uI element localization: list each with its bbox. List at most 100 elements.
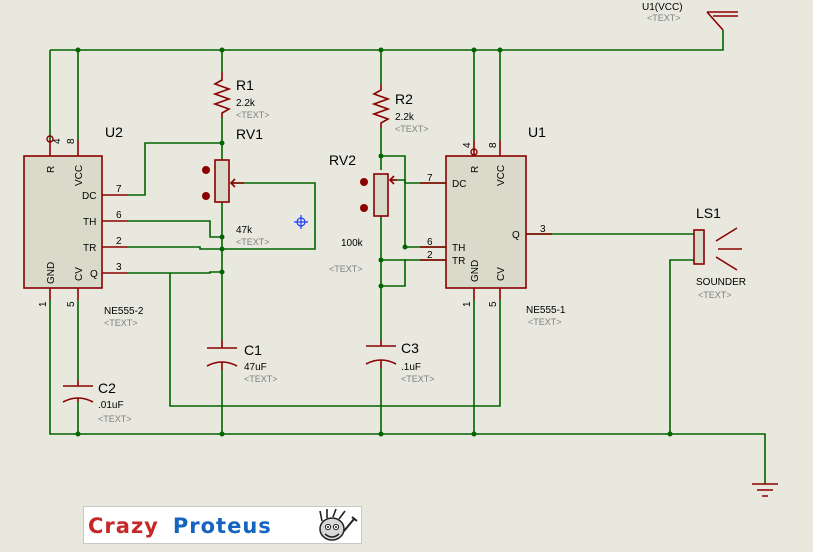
junction-dot (219, 269, 225, 275)
u2-q-wire (128, 271, 222, 274)
vcc-terminal-label: U1(VCC) (642, 2, 683, 13)
u2-pin-label-cv: CV (74, 267, 85, 281)
u2-pin-label-th: TH (83, 217, 96, 228)
rv1-text: <TEXT> (236, 237, 270, 247)
u1-pin-number-5: 5 (488, 301, 499, 307)
ic-u1[interactable]: U1 NE555-1 <TEXT> R VCC DC TH TR Q GND C… (420, 124, 566, 327)
u1-pin-number-7: 7 (427, 173, 433, 184)
c3-symbol (365, 340, 397, 368)
resistor-r2[interactable]: R2 2.2k <TEXT> (371, 84, 429, 134)
junction-dot (219, 140, 225, 146)
u1-pin-number-3: 3 (540, 224, 546, 235)
junction-dot (219, 47, 225, 53)
capacitor-c2[interactable]: C2 .01uF <TEXT> (62, 380, 132, 424)
u2-pin-stubs (49, 140, 128, 300)
u1-body (445, 155, 527, 289)
rv2-body (373, 173, 389, 217)
rv1-ref: RV1 (236, 126, 263, 142)
junction-dot (75, 47, 81, 53)
u2-dc-wire (128, 142, 222, 196)
capacitor-c3[interactable]: C3 .1uF <TEXT> (365, 340, 435, 384)
u1-pin-label-vcc: VCC (496, 165, 507, 186)
u1-pin-stubs (420, 140, 552, 300)
u2-pin-number-7: 7 (116, 184, 122, 195)
u2-text: <TEXT> (104, 318, 138, 328)
junction-dot (497, 47, 503, 53)
u2-pin-number-6: 6 (116, 210, 122, 221)
u1-pin-label-th: TH (452, 243, 465, 254)
vcc-terminal-symbol (706, 11, 738, 31)
r2-wire (380, 128, 446, 184)
ls1-value: SOUNDER (696, 277, 746, 288)
rv1-handle-icon[interactable] (202, 166, 210, 174)
potentiometer-rv2[interactable]: RV2 100k <TEXT> (329, 152, 397, 274)
rv2-text: <TEXT> (329, 264, 363, 274)
resistor-r2-symbol (371, 84, 391, 128)
u2-value: NE555-2 (104, 306, 144, 317)
c2-symbol (62, 380, 94, 403)
ls1-text: <TEXT> (698, 290, 732, 300)
u2-to-u1-reset-wire (169, 273, 501, 407)
r1-value: 2.2k (236, 98, 256, 109)
junction-dot (378, 153, 384, 159)
c1-ref: C1 (244, 342, 262, 358)
u1-ref: U1 (528, 124, 546, 140)
vcc-terminal[interactable]: U1(VCC) <TEXT> (642, 2, 738, 31)
u2-pin-number-3: 3 (116, 262, 122, 273)
rv1-handle-icon[interactable] (202, 192, 210, 200)
u2-pin-label-tr: TR (83, 243, 96, 254)
u2-reset-bubble-icon (46, 135, 54, 143)
u2-pin-label-r: R (46, 166, 57, 173)
rv1-value: 47k (236, 225, 253, 236)
u1-value: NE555-1 (526, 305, 566, 316)
u2-pin-label-vcc: VCC (74, 165, 85, 186)
u1-pin-label-gnd: GND (470, 260, 481, 282)
junction-dot (667, 431, 673, 437)
c3-value: .1uF (401, 362, 421, 373)
capacitor-c1[interactable]: C1 47uF <TEXT> (206, 340, 278, 384)
rv1-body (214, 159, 230, 203)
u1-pin-number-2: 2 (427, 250, 433, 261)
u1-pin-label-r: R (470, 166, 481, 173)
junction-dot (378, 257, 384, 263)
junction-dot (402, 244, 408, 250)
u2-pin-number-4: 4 (52, 138, 63, 144)
potentiometer-rv1[interactable]: RV1 47k <TEXT> (202, 126, 270, 247)
rv2-handle-icon[interactable] (360, 178, 368, 186)
u1-pin-label-cv: CV (496, 267, 507, 281)
u2-pin-number-2: 2 (116, 236, 122, 247)
u2-ref: U2 (105, 124, 123, 140)
u2-tr-wire (128, 246, 222, 250)
ic-u2[interactable]: U2 NE555-2 <TEXT> R VCC DC TH TR Q GND C… (23, 124, 144, 328)
resistor-r1-symbol (212, 72, 232, 118)
logo-word-crazy: Crazy (88, 514, 159, 538)
ground-icon (752, 483, 778, 497)
crosshair-icon (294, 215, 308, 229)
u1-pin-label-dc: DC (452, 179, 466, 190)
u2-pin-label-dc: DC (82, 191, 96, 202)
ground-rail (49, 300, 766, 484)
u1-reset-bubble-icon (470, 148, 478, 156)
c3-text: <TEXT> (401, 374, 435, 384)
u1-pin-number-8: 8 (488, 142, 499, 148)
u2-th-wire (128, 220, 222, 238)
rv2-handle-icon[interactable] (360, 204, 368, 212)
u1-text: <TEXT> (528, 317, 562, 327)
u2-pin-number-1: 1 (38, 301, 49, 307)
vcc-terminal-text: <TEXT> (647, 13, 681, 23)
sounder-ls1[interactable]: LS1 SOUNDER <TEXT> (693, 205, 746, 300)
u1-pin-number-1: 1 (462, 301, 473, 307)
junction-dot (378, 283, 384, 289)
rv1-wiper-arrow-icon (229, 178, 244, 188)
u1-q-wire (526, 233, 694, 434)
c2-value: .01uF (98, 400, 124, 411)
c1-value: 47uF (244, 362, 267, 373)
ls1-ref: LS1 (696, 205, 721, 221)
junctions (75, 47, 673, 437)
u1-pin-label-tr: TR (452, 256, 465, 267)
c2-ref: C2 (98, 380, 116, 396)
r1-ref: R1 (236, 77, 254, 93)
junction-dot (378, 431, 384, 437)
resistor-r1[interactable]: R1 2.2k <TEXT> (212, 72, 270, 120)
